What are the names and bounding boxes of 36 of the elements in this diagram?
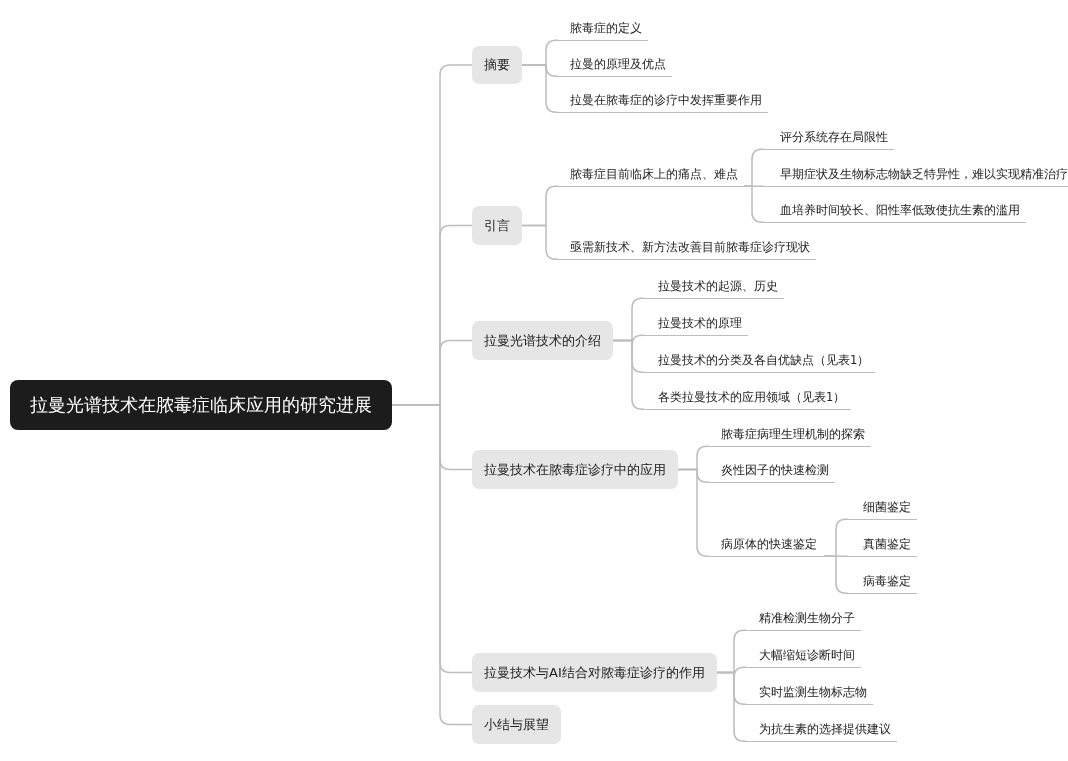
subtopic-label: 脓毒症的定义 — [558, 17, 648, 41]
subtopic-label: 拉曼在脓毒症的诊疗中发挥重要作用 — [558, 89, 768, 113]
subtopic-label: 病毒鉴定 — [848, 570, 917, 594]
subtopic-label: 炎性因子的快速检测 — [709, 459, 835, 483]
topic-box: 拉曼技术在脓毒症诊疗中的应用 — [472, 450, 678, 489]
subtopic-label: 血培养时间较长、阳性率低致使抗生素的滥用 — [764, 199, 1026, 223]
subtopic-label: 脓毒症目前临床上的痛点、难点 — [558, 163, 744, 187]
topic-box: 引言 — [472, 206, 522, 245]
subtopic-label: 精准检测生物分子 — [746, 607, 861, 631]
subtopic-label: 真菌鉴定 — [848, 533, 917, 557]
subtopic-label: 亟需新技术、新方法改善目前脓毒症诊疗现状 — [558, 236, 816, 260]
subtopic-label: 为抗生素的选择提供建议 — [746, 718, 897, 742]
subtopic-label: 细菌鉴定 — [848, 496, 917, 520]
connector-line — [743, 185, 765, 223]
topic-box: 摘要 — [472, 46, 522, 84]
connector-line — [716, 671, 747, 742]
subtopic-label: 拉曼技术的原理 — [644, 312, 748, 336]
subtopic-label: 大幅缩短诊断时间 — [746, 644, 861, 668]
topic-box: 拉曼技术与AI结合对脓毒症诊疗的作用 — [472, 653, 717, 692]
connector-line — [677, 468, 710, 557]
subtopic-label: 拉曼技术的起源、历史 — [644, 275, 784, 299]
subtopic-label: 各类拉曼技术的应用领域（见表1） — [644, 386, 852, 410]
connector-line — [823, 555, 849, 594]
subtopic-label: 早期症状及生物标志物缺乏特异性，难以实现精准治疗 — [764, 163, 1068, 187]
subtopic-label: 评分系统存在局限性 — [764, 126, 894, 150]
subtopic-label: 脓毒症病理生理机制的探索 — [709, 423, 871, 447]
subtopic-label: 拉曼的原理及优点 — [558, 53, 672, 77]
subtopic-label: 病原体的快速鉴定 — [709, 533, 824, 557]
connector-line — [612, 339, 645, 410]
connector-line — [521, 64, 559, 113]
root-topic-box: 拉曼光谱技术在脓毒症临床应用的研究进展 — [10, 380, 392, 430]
topic-box: 小结与展望 — [472, 705, 561, 744]
subtopic-label: 拉曼技术的分类及各自优缺点（见表1） — [644, 349, 876, 373]
topic-box: 拉曼光谱技术的介绍 — [472, 321, 613, 360]
connector-line — [521, 224, 559, 260]
subtopic-label: 实时监测生物标志物 — [746, 681, 873, 705]
